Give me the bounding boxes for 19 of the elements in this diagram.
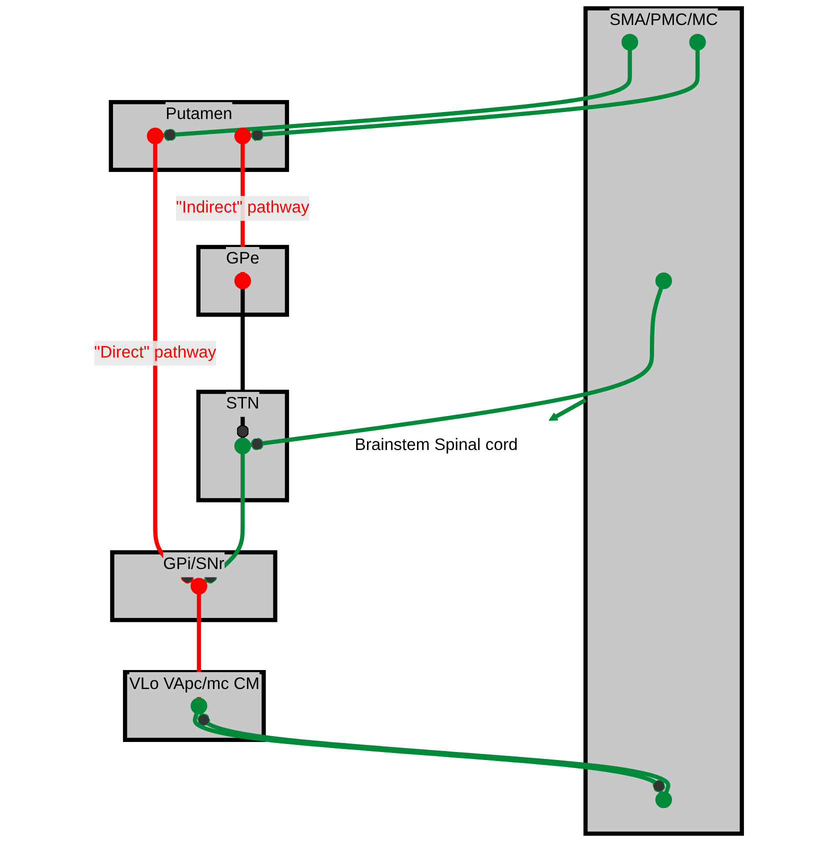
node-circle [190, 698, 208, 714]
connector [204, 454, 245, 584]
connector [250, 50, 700, 142]
node-text: Brainstem Spinal cord [354, 436, 518, 454]
connector [153, 144, 194, 584]
connector [162, 50, 632, 142]
node-circle [234, 438, 252, 454]
node-circle [146, 128, 164, 144]
node-circle [655, 791, 672, 808]
node-circle [234, 272, 252, 290]
node-circle [234, 128, 252, 144]
node-circle [655, 272, 672, 290]
edge-label: "Indirect" pathway [176, 199, 310, 217]
connector [250, 288, 664, 450]
node-circle [622, 34, 638, 51]
edge-label: "Direct" pathway [94, 344, 216, 362]
node-circle [190, 578, 208, 594]
node-circle [689, 34, 706, 51]
arrow [548, 398, 587, 421]
